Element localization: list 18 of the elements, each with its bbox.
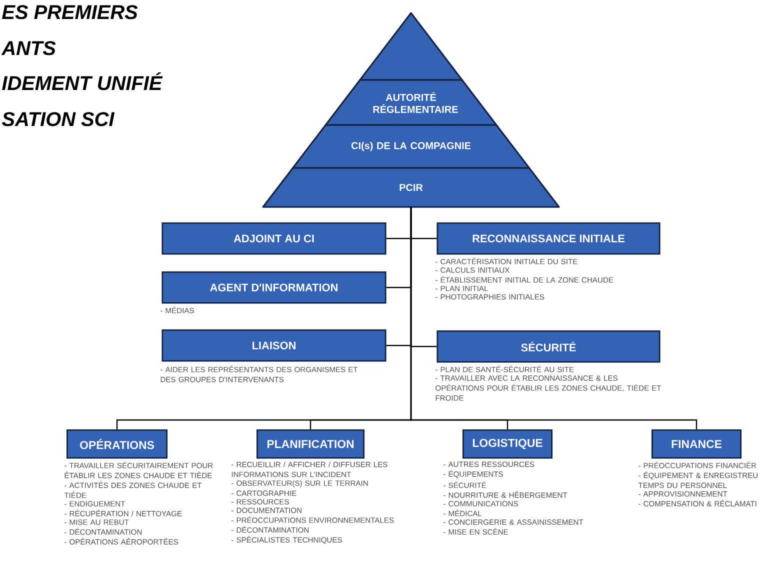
staff-box: ADJOINT AU CI: [162, 222, 386, 255]
pyramid-apex: [359, 12, 463, 81]
staff-box: LIAISON: [162, 329, 386, 362]
pyramid-band: AUTORITÉ RÉGLEMENTAIRE: [324, 79, 498, 126]
title-line: IDEMENT UNIFIÉ: [2, 72, 163, 90]
staff-box: RECONNAISSANCE INITIALE: [436, 222, 660, 255]
section-box: LOGISTIQUE: [462, 429, 553, 459]
staff-box: AGENT D'INFORMATION: [162, 271, 386, 304]
section-box: FINANCE: [651, 429, 742, 459]
title-line: SATION SCI: [2, 112, 115, 126]
title-line: ANTS: [1, 41, 56, 56]
title-line: ES PREMIERS: [2, 5, 138, 20]
section-box: PLANIFICATION: [256, 429, 364, 459]
pyramid-band: CI(s) DE LA COMPAGNIE: [292, 124, 530, 169]
staff-box: SÉCURITÉ: [436, 330, 660, 363]
connector-line: [410, 207, 698, 430]
section-box: OPÉRATIONS: [66, 429, 168, 459]
pyramid-band: PCIR: [262, 167, 560, 208]
